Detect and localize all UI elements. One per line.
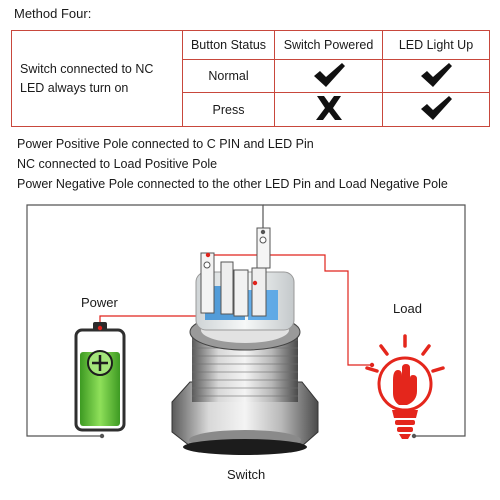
check-mark-icon [312,62,346,88]
table-row: Normal [12,59,490,93]
load-label: Load [393,301,422,316]
negative-wires [26,204,466,437]
description-line: LED always turn on [20,80,129,95]
status-press: Press [182,92,275,127]
push-button-switch [171,227,319,455]
note-line: Power Negative Pole connected to the oth… [17,177,448,191]
description-cell: Switch connected to NC LED always turn o… [11,30,183,127]
battery-icon [74,322,126,439]
table-row: Press [12,92,490,127]
method-title: Method Four: [14,6,92,21]
power-label: Power [81,295,118,310]
lightbulb-icon [365,334,445,439]
hand-icon [393,364,417,405]
led-light-up-cell [382,92,490,127]
header-led-light-up: LED Light Up [382,30,490,60]
switch-powered-cell [274,59,383,93]
cross-mark-icon [314,95,344,121]
switch-label: Switch [227,467,266,482]
note-line: Power Positive Pole connected to C PIN a… [17,137,314,151]
check-mark-icon [419,62,453,88]
status-table: Switch connected to NC LED always turn o… [11,30,490,127]
description-line: Switch connected to NC [20,61,154,76]
wiring-notes: Power Positive Pole connected to C PIN a… [17,134,448,194]
note-line: NC connected to Load Positive Pole [17,157,218,171]
check-mark-icon [419,95,453,121]
status-normal: Normal [182,59,275,93]
header-switch-powered: Switch Powered [274,30,383,60]
table-header-row: Switch connected to NC LED always turn o… [11,30,490,127]
